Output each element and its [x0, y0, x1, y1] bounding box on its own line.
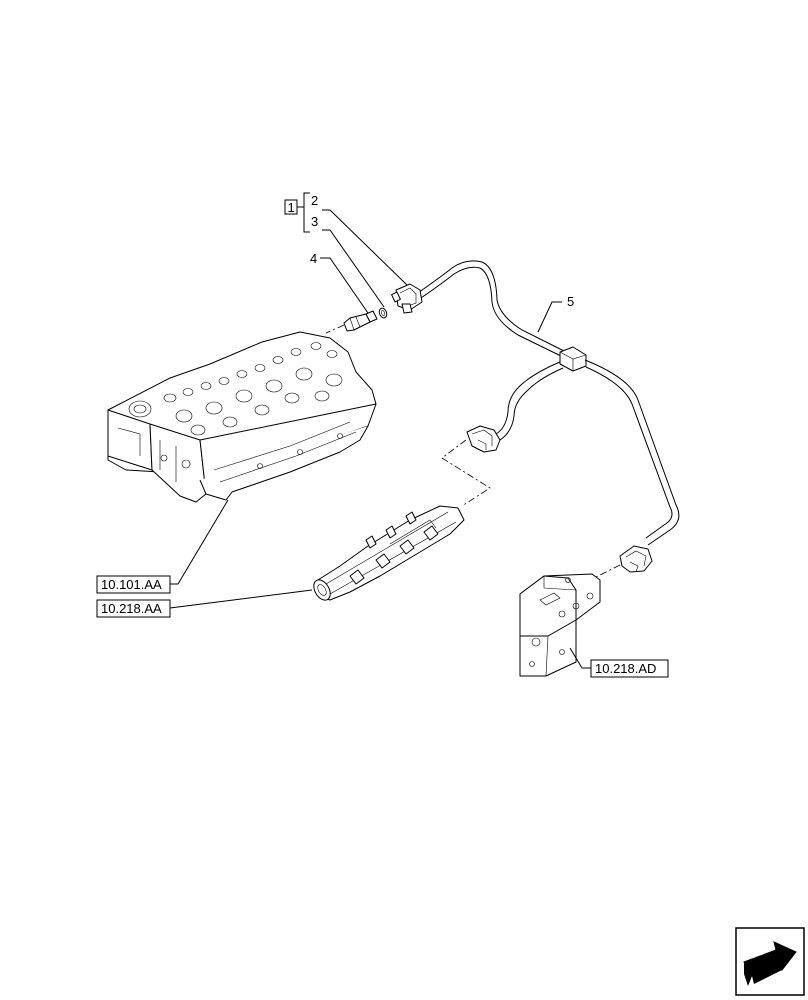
kit-callout-group: 1 2 3 — [284, 192, 408, 308]
o-ring[interactable] — [378, 307, 388, 319]
connector-middle[interactable] — [466, 425, 501, 453]
connector-lower[interactable] — [619, 545, 653, 573]
ref-engine-head-text: 10.101.AA — [101, 577, 162, 592]
pressure-sensor[interactable] — [343, 310, 378, 332]
ref-fuel-rail[interactable]: 10.218.AA — [96, 589, 313, 618]
item-5-callout: 5 — [537, 294, 574, 333]
ref-bracket-text: 10.218.AD — [595, 661, 656, 676]
item-4-label[interactable]: 4 — [310, 251, 317, 266]
fuel-rail[interactable] — [310, 505, 465, 603]
item-4-callout: 4 — [310, 251, 369, 314]
wiring-harness[interactable] — [414, 260, 680, 546]
item-3-label[interactable]: 3 — [311, 214, 318, 229]
ref-engine-head[interactable]: 10.101.AA — [96, 499, 229, 594]
cylinder-head[interactable] — [107, 331, 377, 503]
ref-fuel-rail-text: 10.218.AA — [101, 601, 162, 616]
alignment-lines — [325, 324, 621, 579]
next-page-arrow-icon[interactable] — [735, 927, 805, 996]
ref-bracket[interactable]: 10.218.AD — [569, 647, 669, 678]
connector-top[interactable] — [391, 283, 423, 314]
item-2-label[interactable]: 2 — [311, 193, 318, 208]
mounting-bracket[interactable] — [519, 573, 601, 677]
kit-number: 1 — [288, 200, 295, 215]
item-5-label[interactable]: 5 — [567, 294, 574, 309]
